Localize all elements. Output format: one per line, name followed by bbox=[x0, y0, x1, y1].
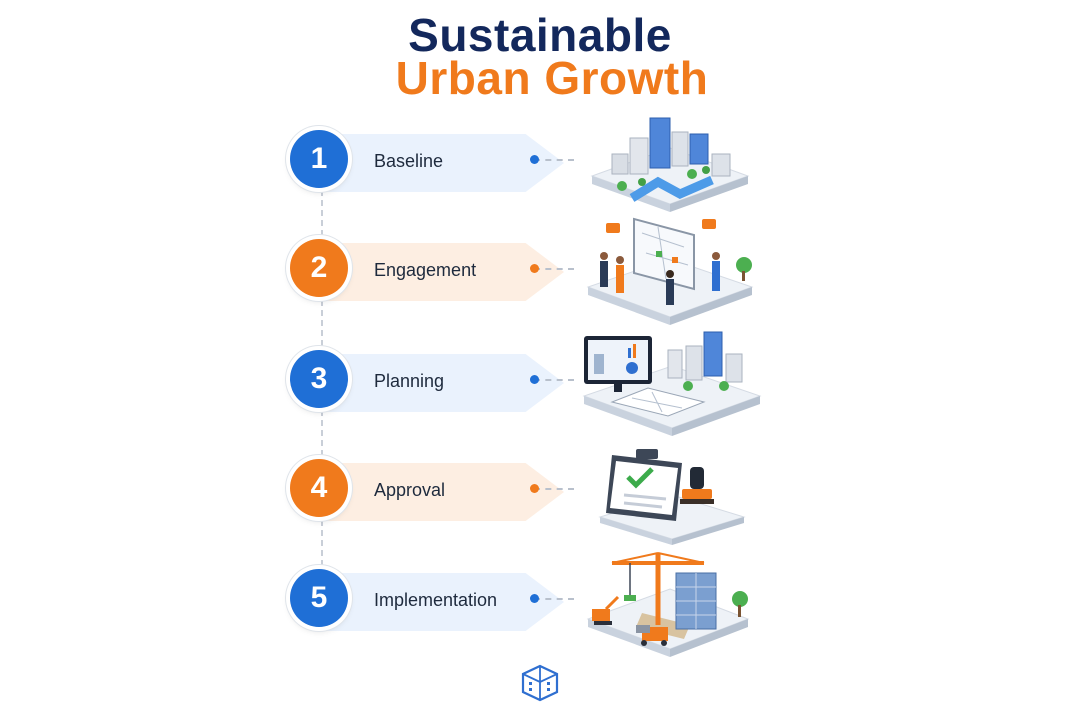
step-ribbon bbox=[324, 354, 564, 412]
step-pointer bbox=[534, 268, 574, 270]
step-number-badge: 3 bbox=[290, 350, 348, 408]
step-ribbon bbox=[324, 463, 564, 521]
pointer-dot bbox=[530, 155, 539, 164]
step-number-badge: 2 bbox=[290, 239, 348, 297]
step-approval: 4 Approval bbox=[290, 433, 770, 553]
planning-monitor-icon bbox=[572, 324, 768, 444]
step-pointer bbox=[534, 379, 574, 381]
community-meeting-icon bbox=[572, 213, 768, 333]
step-ribbon bbox=[324, 573, 564, 631]
step-baseline: 1 Baseline bbox=[290, 104, 770, 224]
city-blocks-icon bbox=[572, 104, 768, 224]
construction-crane-icon bbox=[572, 543, 768, 663]
step-pointer bbox=[534, 598, 574, 600]
step-engagement: 2 Engagement bbox=[290, 213, 770, 333]
step-implementation: 5 Implementation bbox=[290, 543, 770, 663]
step-ribbon bbox=[324, 134, 564, 192]
pointer-dot bbox=[530, 594, 539, 603]
step-pointer bbox=[534, 488, 574, 490]
step-label: Implementation bbox=[374, 590, 498, 610]
pointer-dot bbox=[530, 264, 539, 273]
step-label: Approval bbox=[374, 480, 446, 500]
step-planning: 3 Planning bbox=[290, 324, 770, 444]
step-number-badge: 5 bbox=[290, 569, 348, 627]
step-number-badge: 4 bbox=[290, 459, 348, 517]
pointer-dot bbox=[530, 375, 539, 384]
step-pointer bbox=[534, 159, 574, 161]
clipboard-stamp-icon bbox=[572, 433, 768, 553]
title-line-1: Sustainable bbox=[408, 9, 672, 61]
step-label: Engagement bbox=[374, 260, 477, 280]
step-number-badge: 1 bbox=[290, 130, 348, 188]
step-label: Baseline bbox=[374, 151, 444, 171]
building-logo-icon bbox=[519, 664, 561, 702]
step-label: Planning bbox=[374, 371, 445, 391]
pointer-dot bbox=[530, 484, 539, 493]
title-line-2: Urban Growth bbox=[395, 52, 709, 104]
step-ribbon bbox=[324, 243, 564, 301]
